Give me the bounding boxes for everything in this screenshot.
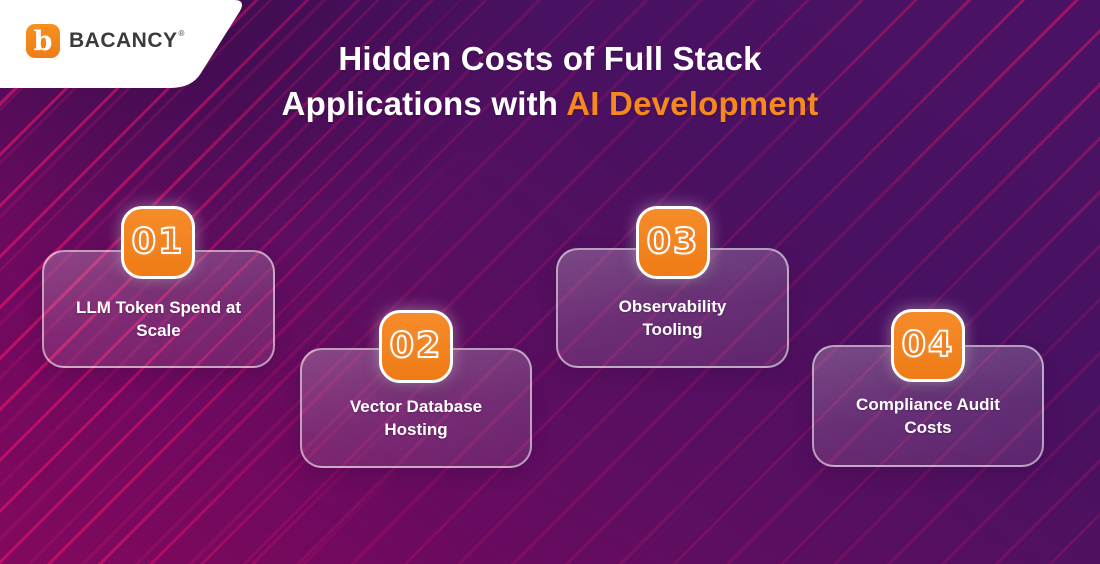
cost-card-1-label: LLM Token Spend at Scale	[76, 298, 241, 340]
brand-logo: b BACANCY®	[0, 0, 185, 58]
cost-card-4: Compliance Audit Costs	[812, 345, 1044, 467]
cost-card-2-number-badge: 02	[379, 310, 453, 383]
cost-card-3-number-badge: 03	[636, 206, 710, 279]
page-title: Hidden Costs of Full Stack Applications …	[0, 36, 1100, 126]
page-title-line2: Applications with AI Development	[281, 85, 819, 122]
cost-card-4-label: Compliance Audit Costs	[856, 395, 1000, 437]
page-title-accent: AI Development	[566, 85, 819, 122]
cost-card-4-number-badge: 04	[891, 309, 965, 382]
cost-card-2-number: 02	[389, 326, 443, 366]
bacancy-logo-icon: b	[26, 24, 60, 58]
logo-letter: b	[33, 25, 53, 57]
cost-card-4-number: 04	[901, 325, 955, 365]
cost-card-1: LLM Token Spend at Scale	[42, 250, 275, 368]
cost-card-1-number: 01	[131, 222, 185, 262]
page-title-line1: Hidden Costs of Full Stack	[338, 40, 762, 77]
logo-plate: b BACANCY®	[0, 0, 250, 90]
brand-name: BACANCY®	[69, 29, 185, 52]
registered-mark: ®	[178, 29, 185, 38]
cost-card-3-label: Observability Tooling	[618, 297, 727, 339]
cost-card-3-number: 03	[646, 222, 700, 262]
logo-plate-shape	[0, 0, 242, 88]
cost-card-1-number-badge: 01	[121, 206, 195, 279]
cost-card-2-label: Vector Database Hosting	[349, 397, 483, 439]
